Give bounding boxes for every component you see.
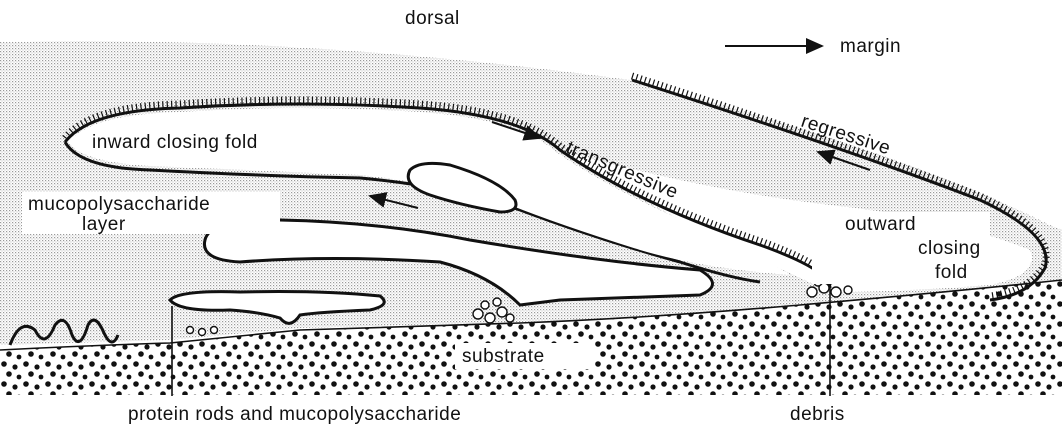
label-substrate: substrate: [462, 346, 545, 367]
label-closing: closing: [918, 238, 981, 259]
label-protein-rods: protein rods and mucopolysaccharide: [128, 404, 461, 425]
label-debris: debris: [790, 404, 845, 425]
label-margin: margin: [840, 36, 901, 57]
label-layer: layer: [82, 214, 126, 235]
label-mucopolysaccharide: mucopolysaccharide: [28, 194, 210, 215]
label-dorsal: dorsal: [405, 8, 460, 29]
label-inward-closing-fold: inward closing fold: [92, 132, 258, 153]
label-fold: fold: [935, 262, 968, 283]
label-outward: outward: [845, 214, 916, 235]
